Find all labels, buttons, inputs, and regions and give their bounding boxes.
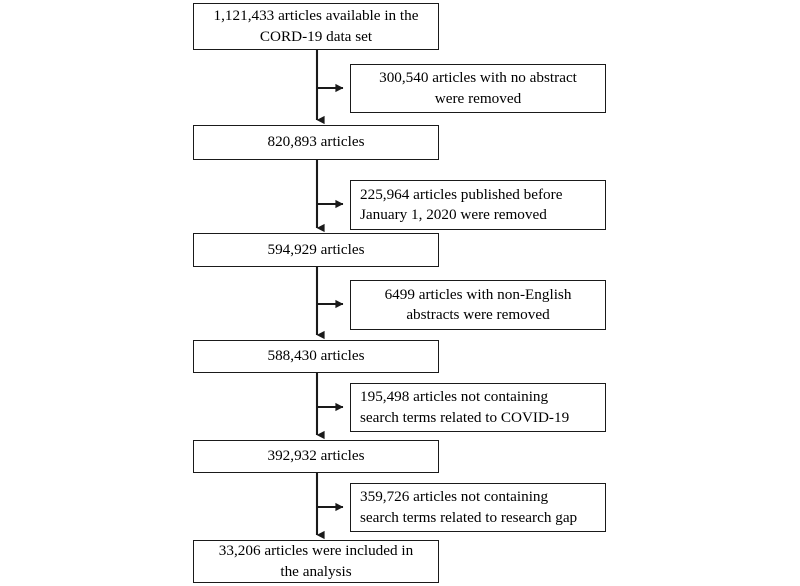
node-after-covid-terms-filter: 392,932 articles [193, 440, 439, 473]
node-line: 300,540 articles with no abstract [379, 69, 577, 87]
node-line: 33,206 articles were included in [218, 542, 414, 560]
node-line: search terms related to COVID-19 [360, 408, 570, 426]
node-line: the analysis [280, 562, 352, 580]
node-line: 6499 articles with non-English [384, 285, 572, 303]
node-line: search terms related to research gap [360, 508, 578, 526]
node-included-in-analysis: 33,206 articles were included in the ana… [193, 540, 439, 583]
node-line: 820,893 articles [267, 133, 365, 151]
node-line: 392,932 articles [267, 447, 365, 465]
node-after-abstract-filter: 820,893 articles [193, 125, 439, 160]
node-excluded-no-research-gap-terms: 359,726 articles not containing search t… [350, 483, 606, 532]
node-excluded-non-english: 6499 articles with non-English abstracts… [350, 280, 606, 330]
node-line: January 1, 2020 were removed [360, 206, 547, 223]
node-line: CORD-19 data set [259, 27, 373, 45]
node-line: abstracts were removed [406, 306, 550, 323]
node-line: 225,964 articles published before [360, 185, 563, 203]
node-excluded-no-abstract: 300,540 articles with no abstract were r… [350, 64, 606, 113]
node-line: 359,726 articles not containing [360, 488, 549, 506]
node-after-language-filter: 588,430 articles [193, 340, 439, 373]
node-line: 594,929 articles [267, 240, 365, 258]
node-total-articles: 1,121,433 articles available in the CORD… [193, 3, 439, 50]
node-excluded-published-before-2020: 225,964 articles published before Januar… [350, 180, 606, 230]
node-excluded-no-covid-terms: 195,498 articles not containing search t… [350, 383, 606, 432]
node-line: 195,498 articles not containing [360, 388, 549, 406]
node-line: 1,121,433 articles available in the [213, 7, 419, 25]
node-line: 588,430 articles [267, 347, 365, 365]
node-line: were removed [434, 89, 522, 107]
node-after-date-filter: 594,929 articles [193, 233, 439, 267]
